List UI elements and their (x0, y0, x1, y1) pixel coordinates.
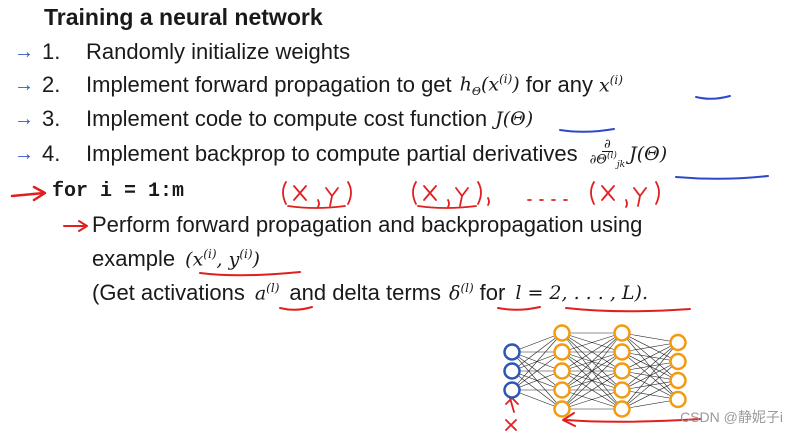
hidden-node (553, 343, 571, 361)
hand-arrow-icon: → (14, 107, 34, 130)
network-edge (621, 342, 679, 353)
for-loop-code: for i = 1:m (52, 180, 185, 203)
underline-blue (559, 128, 615, 133)
step-text-mid: for any (525, 72, 593, 97)
network-edge (621, 361, 679, 410)
hidden-node (553, 400, 571, 418)
network-edge (511, 370, 563, 391)
substep-text: and delta terms (289, 280, 442, 305)
step-text: Randomly initialize weights (86, 39, 351, 64)
underline-blue (675, 175, 769, 180)
hand-arrow-icon: → (14, 142, 34, 165)
hidden-node (669, 371, 687, 390)
input-node (503, 362, 521, 380)
substep-text: Perform forward propagation and backprop… (92, 212, 643, 237)
step-text: Implement forward propagation to get (86, 72, 452, 97)
hidden-node (553, 362, 571, 380)
math-layer-range: l = 2, . . . , L). (515, 282, 648, 304)
underline-red (279, 306, 313, 311)
slide-title: Training a neural network (44, 4, 323, 30)
network-edge (561, 332, 623, 353)
underline-red (565, 418, 701, 423)
input-node (503, 343, 521, 361)
step-number: 1. (42, 39, 61, 64)
network-edge (621, 342, 679, 391)
math-example-pair: (x(i), y(i)) (185, 247, 260, 271)
input-node (503, 381, 521, 399)
substep-text: (Get activations (92, 280, 245, 305)
network-edge (561, 351, 623, 410)
neural-network-diagram (503, 324, 687, 418)
step-1: → 1. Randomly initialize weights (14, 36, 350, 68)
step-3: → 3. Implement code to compute cost func… (14, 103, 533, 135)
network-edge (511, 332, 563, 353)
hidden-node (613, 324, 631, 342)
step-number: 2. (42, 72, 61, 97)
step-text: Implement backprop to compute partial de… (86, 141, 578, 166)
math-j-theta: J(Θ) (495, 108, 534, 130)
network-edge (511, 351, 563, 391)
network-edge (561, 389, 623, 410)
math-delta: δ(l) (449, 281, 474, 305)
step-text: Implement code to compute cost function (86, 106, 488, 131)
substep-text: example (92, 246, 176, 271)
underline-blue (695, 95, 731, 100)
network-edge (621, 399, 679, 410)
hidden-node (553, 324, 571, 342)
step-number: 3. (42, 106, 61, 131)
step-2: → 2. Implement forward propagation to ge… (14, 69, 623, 101)
handwritten-pairs (282, 181, 660, 209)
hidden-node (613, 343, 631, 361)
substep-line-3: (Get activations a(l) and delta terms δ(… (92, 280, 648, 306)
math-x-i: x(i) (598, 73, 623, 97)
hidden-node (669, 352, 687, 371)
hidden-node (613, 381, 631, 399)
hidden-node (613, 362, 631, 380)
underline-red (565, 307, 691, 313)
step-4: → 4. Implement backprop to compute parti… (14, 138, 667, 170)
network-edge (511, 389, 563, 410)
hidden-node (669, 333, 687, 352)
red-arrow-icon (10, 191, 46, 198)
underline-red (199, 271, 301, 277)
network-edge (621, 380, 679, 410)
network-edge (561, 332, 623, 372)
network-edge (561, 332, 623, 410)
math-activation: a(l) (254, 281, 280, 305)
step-number: 4. (42, 141, 61, 166)
hidden-node (669, 390, 687, 409)
network-edge (621, 332, 679, 343)
network-edge (621, 342, 679, 372)
network-edge (561, 332, 623, 391)
hand-arrow-icon: → (14, 40, 34, 63)
substep-line-2: example (x(i), y(i)) (92, 246, 260, 272)
network-edge (621, 342, 679, 410)
network-edge (561, 370, 623, 410)
substep-line-1: Perform forward propagation and backprop… (92, 212, 642, 238)
hidden-node (553, 381, 571, 399)
hidden-node (613, 400, 631, 418)
underline-red (497, 306, 541, 311)
network-edge (511, 332, 563, 391)
hand-arrow-icon: → (14, 73, 34, 96)
watermark: CSDN @静妮子i (680, 409, 783, 425)
network-edge (511, 332, 563, 372)
math-h-theta: hΘ(x(i)) (459, 71, 520, 99)
substep-text: for (479, 280, 506, 305)
